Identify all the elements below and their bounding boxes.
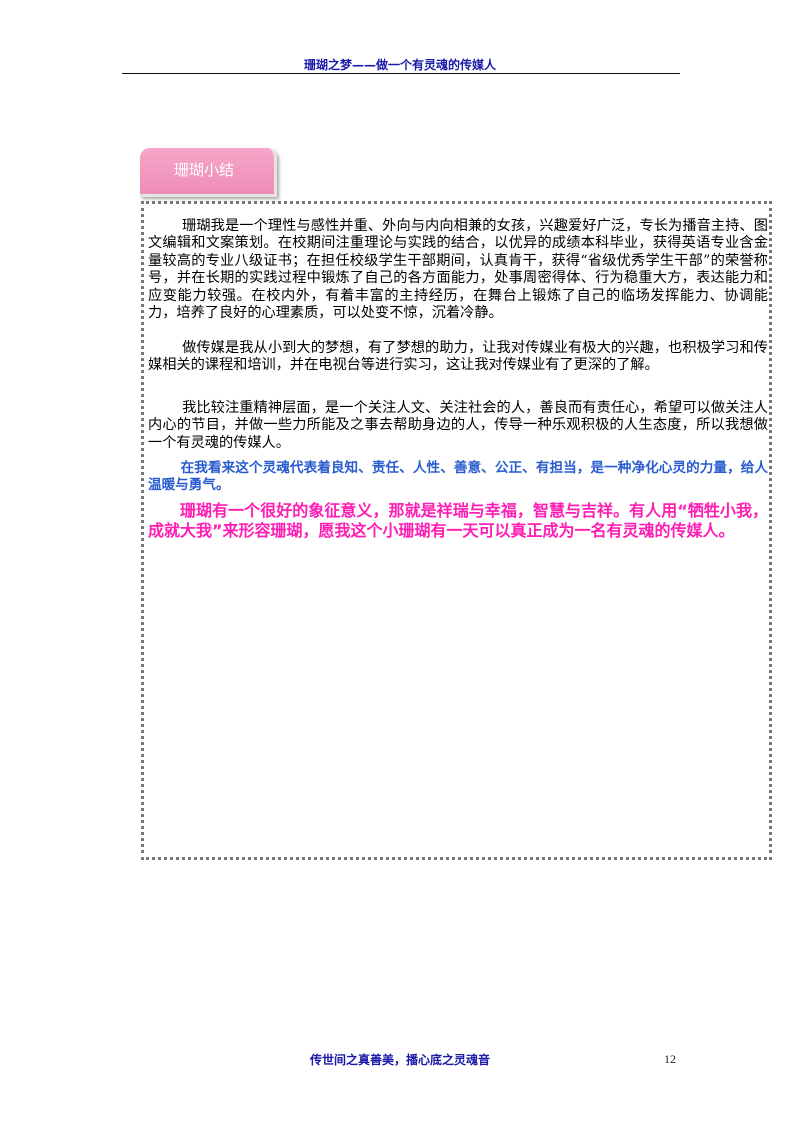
summary-paragraph-1: 珊瑚我是一个理性与感性并重、外向与内向相兼的女孩，兴趣爱好广泛，专长为播音主持、… [148, 218, 768, 322]
page-footer-motto: 传世间之真善美，播心底之灵魂音 [309, 1053, 490, 1067]
highlight-paragraph-blue: 在我看来这个灵魂代表着良知、责任、人性、善意、公正、有担当，是一种净化心灵的力量… [148, 460, 768, 494]
page-number: 12 [664, 1052, 676, 1066]
summary-paragraph-3: 我比较注重精神层面，是一个关注人文、关注社会的人，善良而有责任心，希望可以做关注… [148, 400, 768, 451]
content-dotted-frame [141, 201, 772, 860]
section-tab-label: 珊瑚小结 [174, 161, 235, 179]
summary-paragraph-2: 做传媒是我从小到大的梦想，有了梦想的助力，让我对传媒业有极大的兴趣，也积极学习和… [148, 340, 768, 374]
highlight-paragraph-magenta: 珊瑚有一个很好的象征意义，那就是祥瑞与幸福，智慧与吉祥。有人用“牺牲小我，成就大… [148, 501, 768, 540]
page-header-title: 珊瑚之梦——做一个有灵魂的传媒人 [303, 58, 496, 72]
section-tab: 珊瑚小结 [140, 148, 277, 197]
header-divider [122, 73, 680, 74]
